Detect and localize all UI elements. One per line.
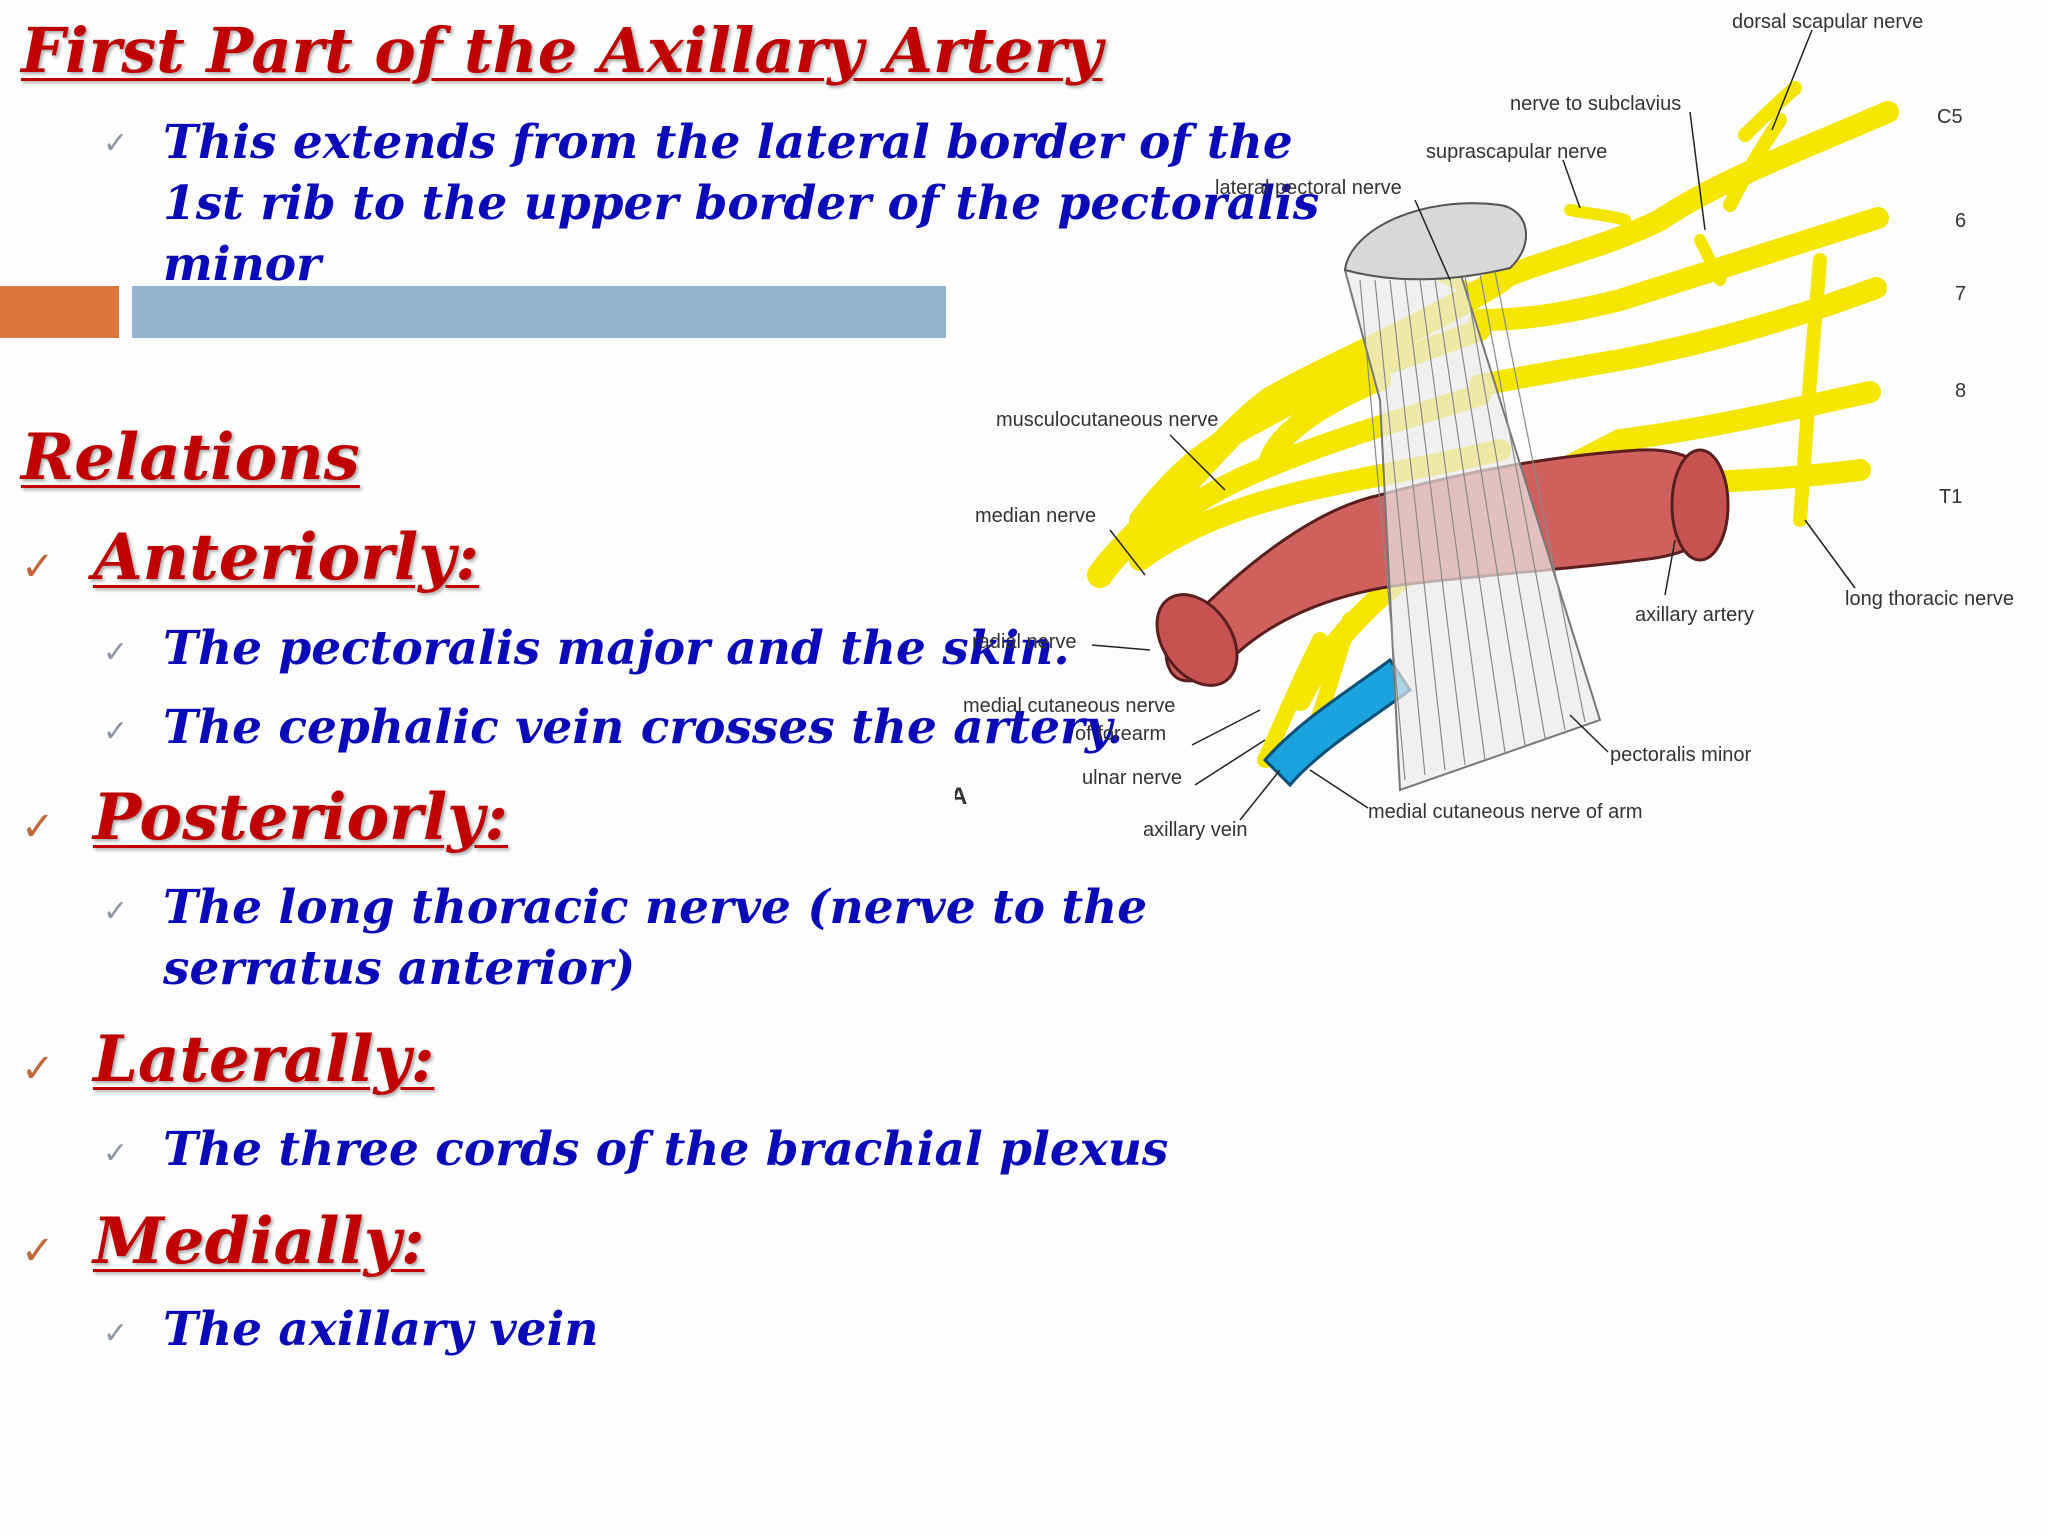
check-icon: ✓	[103, 635, 129, 670]
label-radial-nerve: radial nerve	[972, 631, 1077, 653]
label-8: 8	[1955, 380, 1966, 402]
check-icon: ✓	[21, 544, 55, 590]
label-medial-cutaneous-forearm-1: medial cutaneous nerve	[963, 695, 1175, 717]
label-suprascapular-nerve: suprascapular nerve	[1426, 141, 1607, 163]
label-long-thoracic-nerve: long thoracic nerve	[1845, 588, 2014, 610]
label-lateral-pectoral-nerve: lateral pectoral nerve	[1215, 177, 1402, 199]
anterior-item-2: The cephalic vein crosses the artery.	[163, 700, 1124, 755]
intro-line-3: minor	[163, 237, 321, 292]
label-dorsal-scapular-nerve: dorsal scapular nerve	[1732, 11, 1923, 33]
accent-bar-orange	[0, 286, 119, 338]
label-ulnar-nerve: ulnar nerve	[1082, 767, 1182, 789]
posterior-line-1: The long thoracic nerve (nerve to the	[163, 880, 1148, 935]
check-icon: ✓	[103, 714, 129, 749]
label-axillary-artery: axillary artery	[1635, 604, 1754, 626]
posterior-line-2: serratus anterior)	[163, 941, 636, 996]
label-panel-a: A	[955, 783, 967, 810]
muscle-fibers	[1359, 271, 1586, 781]
slide-title: First Part of the Axillary Artery	[21, 14, 1103, 87]
label-median-nerve: median nerve	[975, 505, 1096, 527]
check-icon: ✓	[103, 894, 129, 929]
check-icon: ✓	[21, 804, 55, 850]
intro-line-2: 1st rib to the upper border of the pecto…	[163, 176, 1320, 231]
check-icon: ✓	[103, 126, 129, 161]
check-icon: ✓	[21, 1228, 55, 1274]
check-icon: ✓	[21, 1046, 55, 1092]
label-c5: C5	[1937, 106, 1963, 128]
label-axillary-vein: axillary vein	[1143, 819, 1247, 841]
medially-heading: Medially:	[93, 1204, 425, 1279]
anteriorly-heading: Anteriorly:	[93, 520, 480, 595]
check-icon: ✓	[103, 1136, 129, 1171]
leader-lines	[1091, 29, 1856, 821]
check-icon: ✓	[103, 1316, 129, 1351]
label-medial-cutaneous-forearm-2: of forearm	[1075, 723, 1166, 745]
label-6: 6	[1955, 210, 1966, 232]
brachial-plexus-figure: dorsal scapular nerve nerve to subclaviu…	[955, 11, 2014, 841]
label-pectoralis-minor: pectoralis minor	[1610, 744, 1752, 766]
anterior-item-1: The pectoralis major and the skin.	[163, 621, 1070, 676]
intro-line-1: This extends from the lateral border of …	[163, 115, 1293, 170]
label-7: 7	[1955, 283, 1966, 305]
accent-bar-blue	[132, 286, 946, 338]
lateral-item-1: The three cords of the brachial plexus	[163, 1122, 1169, 1177]
label-musculocutaneous-nerve: musculocutaneous nerve	[996, 409, 1218, 431]
label-nerve-to-subclavius: nerve to subclavius	[1510, 93, 1681, 115]
posteriorly-heading: Posteriorly:	[93, 780, 508, 855]
pectoralis-minor-shape	[1343, 202, 1602, 792]
relations-heading: Relations	[21, 420, 360, 495]
label-medial-cutaneous-nerve-arm: medial cutaneous nerve of arm	[1368, 801, 1643, 823]
figure-labels: dorsal scapular nerve nerve to subclaviu…	[955, 11, 2014, 841]
label-t1: T1	[1939, 486, 1962, 508]
laterally-heading: Laterally:	[93, 1022, 435, 1097]
medial-item-1: The axillary vein	[163, 1302, 599, 1357]
